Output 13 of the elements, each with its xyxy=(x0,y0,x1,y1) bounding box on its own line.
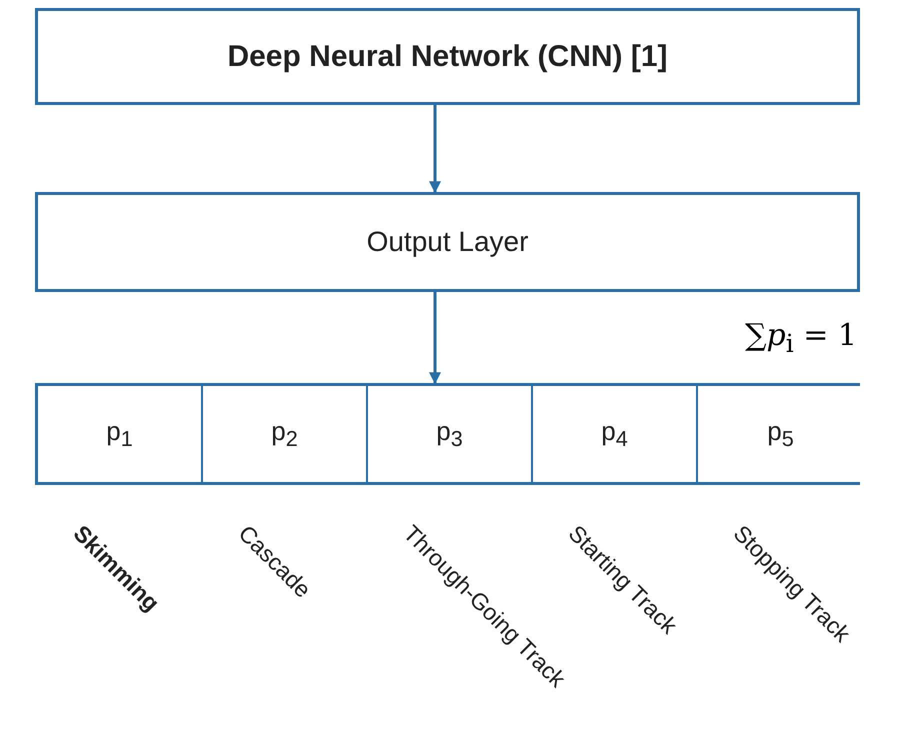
arrow xyxy=(429,105,441,194)
output-vector-box xyxy=(35,383,860,485)
probability-label: p$_{4}$ xyxy=(601,416,628,452)
probability-label: p$_{1}$ xyxy=(106,416,133,452)
probability-label: p$_{5}$ xyxy=(767,416,794,452)
layer-box xyxy=(35,192,860,292)
layer-box xyxy=(35,8,860,105)
probability-label: p$_{2}$ xyxy=(271,416,298,452)
sum-equation: ∑p$_{i}$ = 1 xyxy=(745,318,857,358)
arrow xyxy=(429,292,441,384)
layer-label: Output Layer xyxy=(366,226,528,258)
probability-label: p$_{3}$ xyxy=(436,416,463,452)
title-text: Deep Neural Network (CNN) [1] xyxy=(227,40,668,74)
